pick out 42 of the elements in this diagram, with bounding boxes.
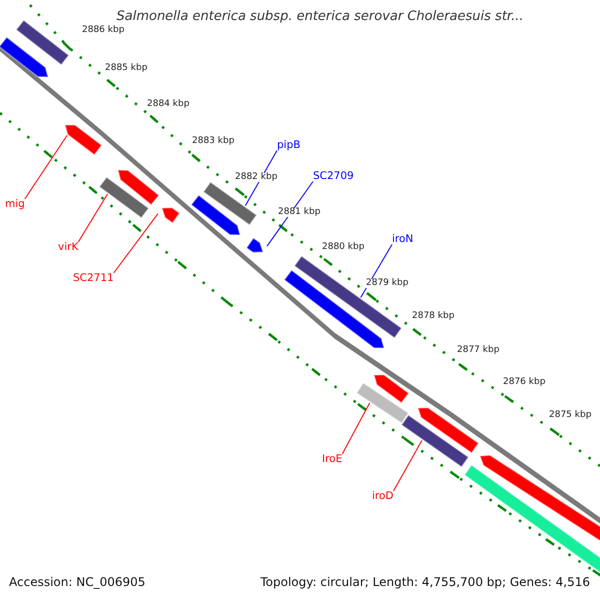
scale-label: 2885 kbp [105,64,148,73]
diagram-title: Salmonella enterica subsp. enterica serovar Choleraesuis str... [116,10,524,23]
scale-label: 2880 kbp [322,243,364,252]
gene-feature [160,207,181,224]
gene-label: SC2709 [313,171,354,182]
gene-feature [190,194,241,236]
leader-line [113,213,158,274]
gene-feature [356,382,410,424]
leader-line [393,440,422,492]
gene-label: iroD [372,491,394,502]
gene-feature [202,181,258,226]
gene-label: SC2711 [73,273,114,284]
footer-text: Accession: NC_006905 [9,576,146,588]
scale-label: 2875 kbp [549,411,592,420]
scale-label: 2886 kbp [82,26,124,35]
gene-feature [0,36,49,78]
scale-label: 2877 kbp [457,346,500,355]
leader-line [78,194,108,242]
gene-feature [400,414,470,468]
scale-label: 2879 kbp [366,279,408,288]
scale-label: 2878 kbp [412,312,454,321]
leader-line [342,402,370,454]
gene-feature [64,124,103,156]
gene-feature [246,237,264,254]
gene-label: pipB [277,140,300,150]
gene-label: mig [5,199,25,210]
footer-text: Topology: circular; Length: 4,755,700 bp; Genes: 4,516 [260,576,590,588]
leader-line [24,134,68,200]
scale-label: 2876 kbp [503,378,546,387]
gene-label: virK [58,242,78,252]
scale-label: 2883 kbp [192,137,234,146]
gene-feature [117,169,160,206]
gene-feature [15,19,70,66]
scale-label: 2884 kbp [147,100,190,109]
gene-label: IroE [322,454,342,464]
gene-label: iroN [392,234,414,244]
scale-label: 2881 kbp [278,208,320,217]
scale-label: 2882 kbp [235,173,278,182]
gene-feature [373,374,410,404]
gene-feature [416,406,480,454]
leader-line [266,181,314,247]
gene-feature [98,176,150,219]
